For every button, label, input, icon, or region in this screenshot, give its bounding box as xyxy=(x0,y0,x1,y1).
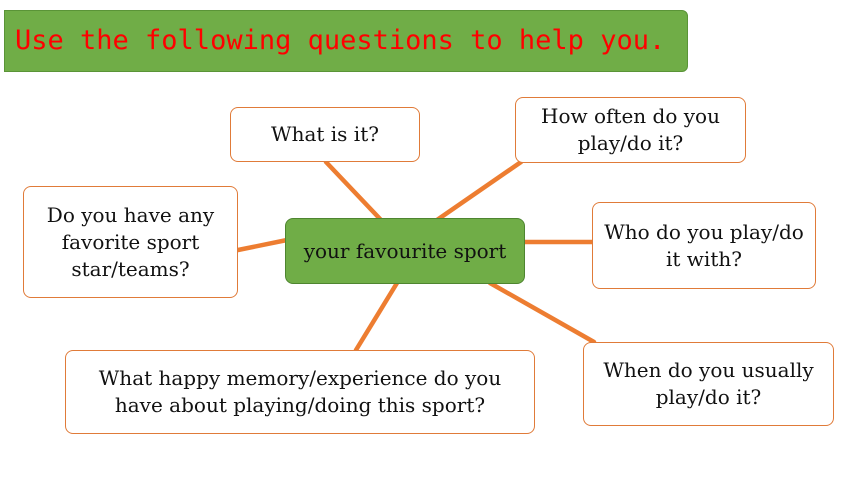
center-topic-text: your favourite sport xyxy=(303,239,507,263)
question-when-text: When do you usually play/do it? xyxy=(603,358,814,409)
connector-memory xyxy=(353,280,400,353)
question-how-often: How often do you play/do it? xyxy=(515,97,746,163)
question-favorite-star-text: Do you have any favorite sport star/team… xyxy=(46,202,215,281)
question-when: When do you usually play/do it? xyxy=(583,342,834,426)
connector-favorite-star xyxy=(235,237,290,253)
connector-how-often xyxy=(434,159,524,223)
header-title: Use the following questions to help you. xyxy=(15,25,666,56)
question-what-is-it-text: What is it? xyxy=(271,122,379,146)
connector-what xyxy=(323,159,384,223)
question-who-with-text: Who do you play/do it with? xyxy=(604,219,804,271)
question-memory: What happy memory/experience do you have… xyxy=(65,350,535,434)
question-what-is-it: What is it? xyxy=(230,107,420,162)
connector-when xyxy=(487,280,597,345)
question-memory-text: What happy memory/experience do you have… xyxy=(98,366,502,417)
question-how-often-text: How often do you play/do it? xyxy=(541,104,720,155)
question-who-with: Who do you play/do it with? xyxy=(592,202,816,289)
header-banner: Use the following questions to help you. xyxy=(4,10,688,72)
center-topic: your favourite sport xyxy=(285,218,525,284)
question-favorite-star: Do you have any favorite sport star/team… xyxy=(23,186,238,298)
